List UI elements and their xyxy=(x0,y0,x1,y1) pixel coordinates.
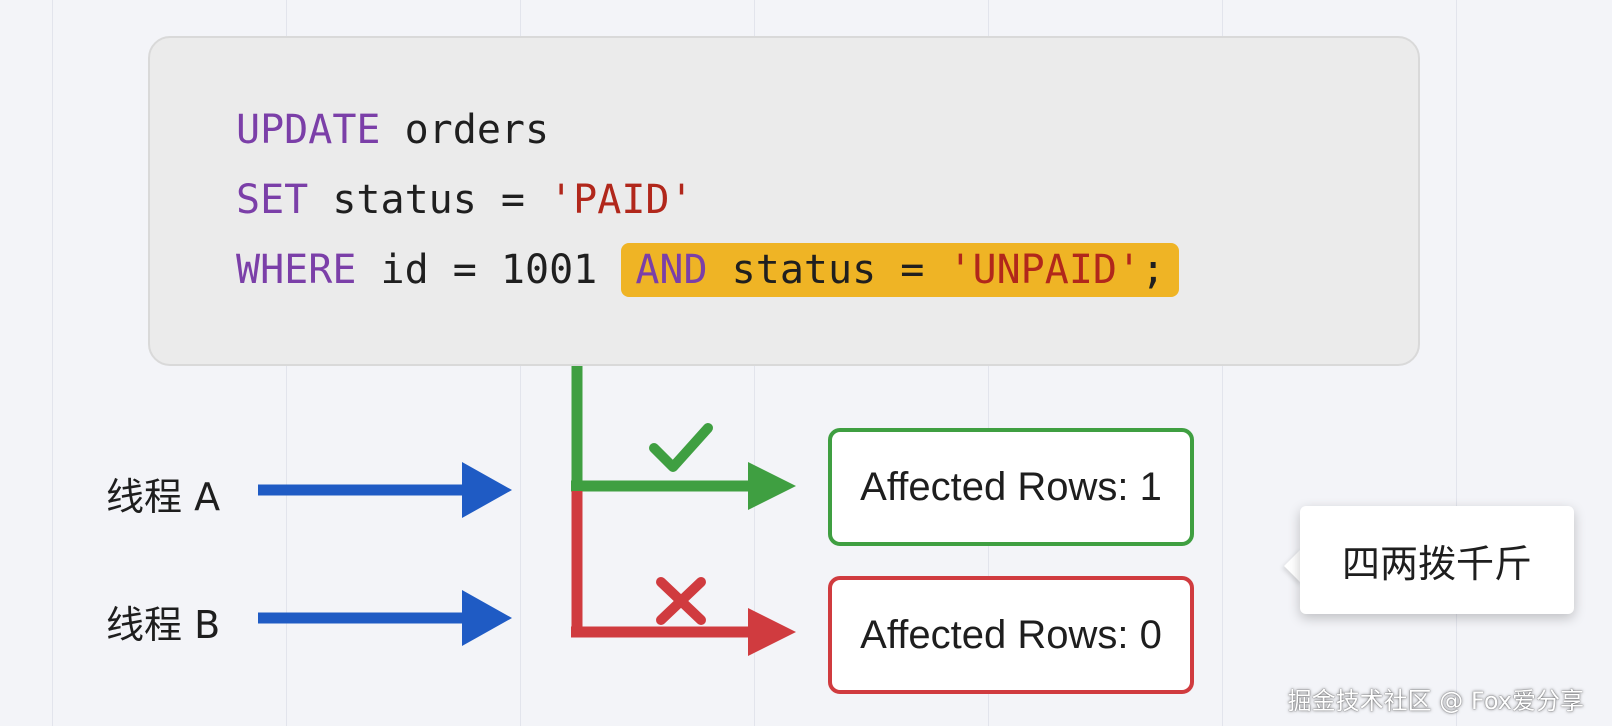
result-fail-box: Affected Rows: 0 xyxy=(828,576,1194,694)
sql-text: id = 1001 xyxy=(356,247,622,293)
sql-string: 'PAID' xyxy=(549,177,694,223)
sql-keyword: SET xyxy=(236,177,309,223)
watermark: 掘金技术社区 @ Fox爱分享 xyxy=(1287,687,1584,715)
grid-line xyxy=(1456,0,1457,726)
fail-arrowhead xyxy=(748,608,796,656)
sql-text: ; xyxy=(1141,247,1166,293)
success-arrowhead xyxy=(748,462,796,510)
thread-a-arrowhead xyxy=(462,462,512,518)
callout-pointer xyxy=(1284,548,1302,584)
code-line-update: UPDATE orders xyxy=(236,102,549,158)
code-line-set: SET status = 'PAID' xyxy=(236,172,694,228)
affected-rows-success: Affected Rows: 1 xyxy=(860,464,1162,509)
sql-text: orders xyxy=(380,107,550,153)
cross-icon xyxy=(656,577,706,625)
sql-text: status = xyxy=(308,177,550,223)
callout-text: 四两拨千斤 xyxy=(1341,541,1532,586)
sql-keyword: WHERE xyxy=(236,247,357,293)
result-success-box: Affected Rows: 1 xyxy=(828,428,1194,546)
highlighted-condition: AND status = 'UNPAID'; xyxy=(621,243,1180,297)
sql-keyword: UPDATE xyxy=(236,107,381,153)
sql-text: status = xyxy=(707,247,949,293)
affected-rows-fail: Affected Rows: 0 xyxy=(860,612,1162,657)
code-line-where: WHERE id = 1001 AND status = 'UNPAID'; xyxy=(236,242,1180,298)
check-icon xyxy=(649,423,713,472)
sql-code-panel: UPDATE orders SET status = 'PAID' WHERE … xyxy=(148,36,1420,366)
callout-note: 四两拨千斤 xyxy=(1300,506,1574,614)
thread-b-arrowhead xyxy=(462,590,512,646)
grid-line xyxy=(52,0,53,726)
thread-b-label: 线程 B xyxy=(106,603,221,647)
sql-string: 'UNPAID' xyxy=(948,247,1142,293)
sql-keyword: AND xyxy=(635,247,708,293)
thread-a-label: 线程 A xyxy=(106,475,221,519)
